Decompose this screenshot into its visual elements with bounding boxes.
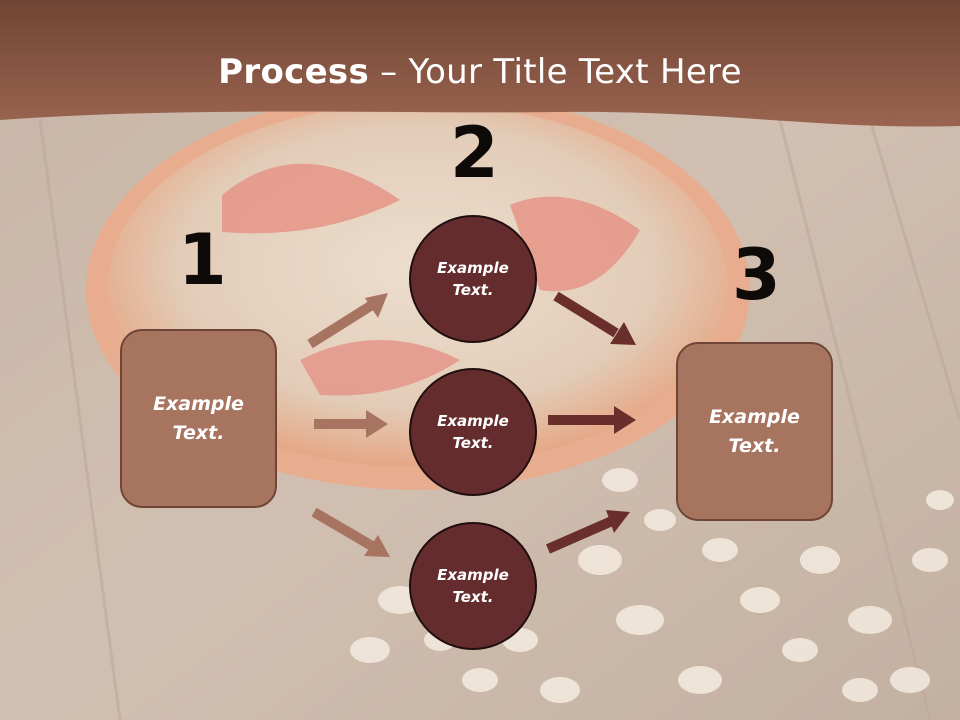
step-number-3: 3 [732, 234, 781, 316]
step-2-circle-top: Example Text. [409, 215, 537, 343]
step-2-circle-bottom: Example Text. [409, 522, 537, 650]
step-3-box: Example Text. [676, 342, 833, 521]
arrow-1-to-bottom [311, 507, 390, 557]
step-number-1: 1 [178, 219, 227, 301]
slide-title: Process – Your Title Text Here [0, 52, 960, 92]
circle-middle-text: Example Text. [437, 411, 509, 453]
step-3-text: Example Text. [709, 406, 800, 457]
title-banner [0, 0, 960, 127]
arrow-top-to-3 [553, 291, 636, 345]
step-number-2: 2 [450, 112, 499, 194]
step-1-text: Example Text. [153, 393, 244, 444]
arrow-1-to-middle [314, 410, 388, 438]
step-2-circle-middle: Example Text. [409, 368, 537, 496]
circle-top-text: Example Text. [437, 258, 509, 300]
title-bold: Process [218, 52, 370, 92]
arrow-bottom-to-3 [545, 510, 630, 554]
step-1-box: Example Text. [120, 329, 277, 508]
arrow-1-to-top [307, 293, 388, 349]
arrow-middle-to-3 [548, 406, 636, 434]
title-rest: – Your Title Text Here [369, 52, 742, 92]
circle-bottom-text: Example Text. [437, 565, 509, 607]
